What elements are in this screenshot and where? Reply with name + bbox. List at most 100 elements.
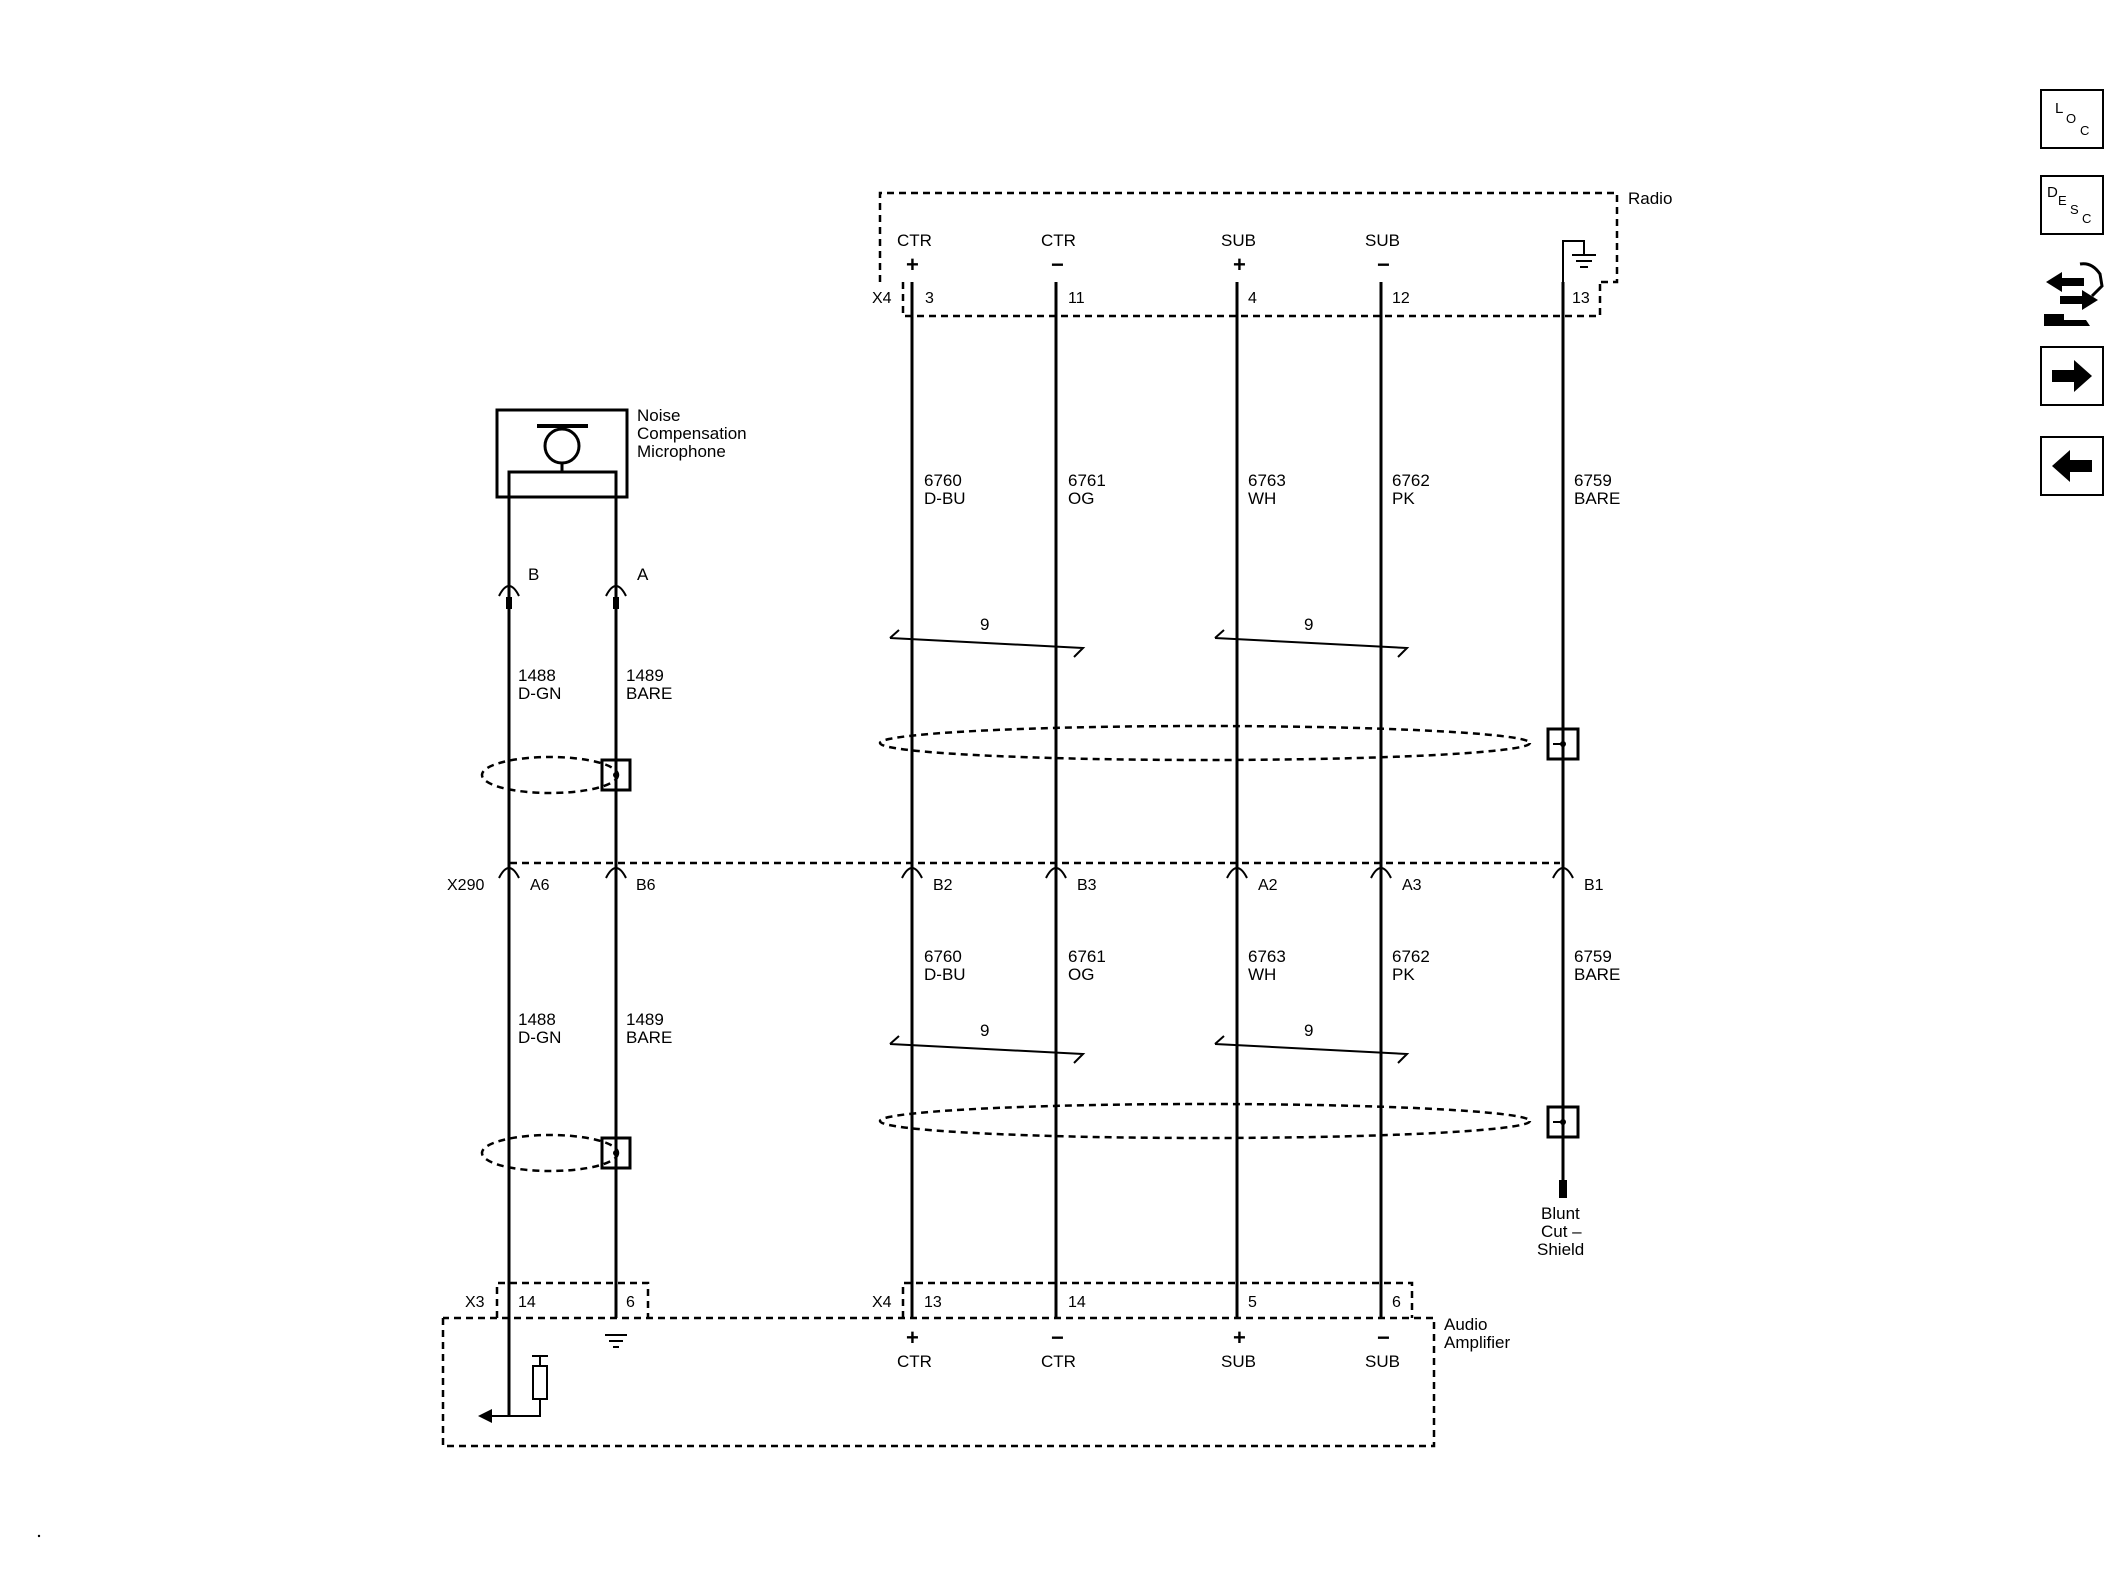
twist-count: 9 [980, 1021, 989, 1040]
shield-upper [878, 724, 1580, 762]
amplifier-x3-pin: 14 [518, 1294, 536, 1311]
loc-letter-c: C [2080, 123, 2089, 138]
lower-wire-labels: 6760 D-BU 6761 OG 6763 WH 6762 PK 6759 B… [924, 947, 1620, 984]
microphone-pin: B [528, 565, 539, 584]
amplifier-output-sig: CTR [897, 1352, 932, 1371]
amplifier-x3-label: X3 [465, 1294, 485, 1311]
shield-lower [878, 1102, 1580, 1140]
blunt-cut-label: Cut – [1541, 1222, 1582, 1241]
wire-color: WH [1248, 965, 1276, 984]
description-button[interactable]: D E S C [2040, 175, 2104, 235]
amplifier-label: Amplifier [1444, 1333, 1510, 1352]
wire-color: WH [1248, 489, 1276, 508]
mic-shield-lower [480, 1133, 632, 1173]
connector-hand-icon [2044, 262, 2104, 326]
radio-pin-number: 11 [1068, 290, 1085, 307]
wire-color: BARE [626, 1028, 672, 1047]
radio-label: Radio [1628, 189, 1672, 208]
amplifier-output-sign: + [906, 1325, 919, 1350]
wire-circuit: 6762 [1392, 947, 1430, 966]
radio-x4-connector-outline [901, 282, 1602, 318]
blunt-cut-shield-end [1559, 1180, 1567, 1198]
upper-wire-labels: 6760 D-BU 6761 OG 6763 WH 6762 PK 6759 B… [924, 471, 1620, 508]
radio-pin-sign: − [1051, 252, 1064, 277]
wire-circuit: 1489 [626, 666, 664, 685]
amplifier-output-sign: − [1377, 1325, 1390, 1350]
microphone-label: Noise [637, 406, 680, 425]
wire-color: D-BU [924, 965, 966, 984]
wire-color: BARE [1574, 489, 1620, 508]
amplifier-x3-pin: 6 [626, 1294, 635, 1311]
microphone-connector-terminals [498, 585, 627, 609]
wire-circuit: 6759 [1574, 947, 1612, 966]
radio-pin-number: 3 [925, 290, 934, 307]
x290-pin: A3 [1402, 877, 1422, 894]
twist-count: 9 [1304, 1021, 1313, 1040]
amplifier-x4-connector-outline [901, 1281, 1414, 1318]
loc-letter-o: O [2066, 111, 2076, 126]
mic-input-resistor-icon [478, 1355, 548, 1423]
wire-color: PK [1392, 965, 1415, 984]
amplifier-output-sig: SUB [1365, 1352, 1400, 1371]
wire-circuit: 1488 [518, 666, 556, 685]
wire-color: D-GN [518, 1028, 561, 1047]
amplifier-x4-label: X4 [872, 1294, 892, 1311]
desc-letter-e: E [2058, 193, 2067, 208]
radio-pin-number: 12 [1392, 290, 1410, 307]
x290-pin: B6 [636, 877, 656, 894]
microphone-pin: A [637, 565, 649, 584]
wire-color: BARE [1574, 965, 1620, 984]
wire-circuit: 6762 [1392, 471, 1430, 490]
blunt-cut-label: Blunt [1541, 1204, 1580, 1223]
amplifier-x4-pin: 5 [1248, 1294, 1257, 1311]
location-button[interactable]: L O C [2040, 89, 2104, 149]
amplifier-x4-pin: 6 [1392, 1294, 1401, 1311]
radio-pin-sig: SUB [1221, 231, 1256, 250]
amplifier-ground-icon [605, 1334, 627, 1348]
twisted-pair-sub-upper: 9 [1214, 615, 1410, 658]
wire-circuit: 6761 [1068, 471, 1106, 490]
arrow-right-icon [2052, 360, 2092, 392]
wire-color: BARE [626, 684, 672, 703]
radio-pin-sign: − [1377, 252, 1390, 277]
x290-pin: A6 [530, 877, 550, 894]
desc-letter-c: C [2082, 211, 2091, 226]
amplifier-x4-pin: 13 [924, 1294, 942, 1311]
previous-page-button[interactable] [2040, 436, 2104, 496]
arrow-left-icon [2052, 450, 2092, 482]
amplifier-output-sign: + [1233, 1325, 1246, 1350]
radio-pin-sig: CTR [897, 231, 932, 250]
blunt-cut-label: Shield [1537, 1240, 1584, 1259]
radio-pin-number: 13 [1572, 290, 1590, 307]
wire-circuit: 6763 [1248, 471, 1286, 490]
twisted-pair-ctr-lower: 9 [889, 1021, 1086, 1064]
amplifier-x3-connector-outline [495, 1281, 650, 1318]
microphone-icon [495, 408, 629, 499]
wire-color: OG [1068, 965, 1094, 984]
amplifier-module-outline [441, 1316, 1436, 1448]
wire-circuit: 6759 [1574, 471, 1612, 490]
desc-letter-d: D [2047, 184, 2058, 201]
wire-circuit: 1489 [626, 1010, 664, 1029]
twist-count: 9 [980, 615, 989, 634]
radio-x4-label: X4 [872, 290, 892, 307]
radio-ground-icon [1562, 240, 1596, 300]
twisted-pair-sub-lower: 9 [1214, 1021, 1410, 1064]
wire-circuit: 6761 [1068, 947, 1106, 966]
x290-pin: B3 [1077, 877, 1097, 894]
x290-pin: A2 [1258, 877, 1278, 894]
twisted-pair-ctr-upper: 9 [889, 615, 1086, 658]
amplifier-label: Audio [1444, 1315, 1487, 1334]
wire-color: PK [1392, 489, 1415, 508]
radio-pin-sign: + [906, 252, 919, 277]
connector-swap-button[interactable] [2040, 256, 2104, 332]
x290-pin: B2 [933, 877, 953, 894]
x290-pin: B1 [1584, 877, 1604, 894]
wire-circuit: 6760 [924, 471, 962, 490]
wire-circuit: 6763 [1248, 947, 1286, 966]
wire-circuit: 6760 [924, 947, 962, 966]
wire-color: OG [1068, 489, 1094, 508]
wire-color: D-GN [518, 684, 561, 703]
next-page-button[interactable] [2040, 346, 2104, 406]
